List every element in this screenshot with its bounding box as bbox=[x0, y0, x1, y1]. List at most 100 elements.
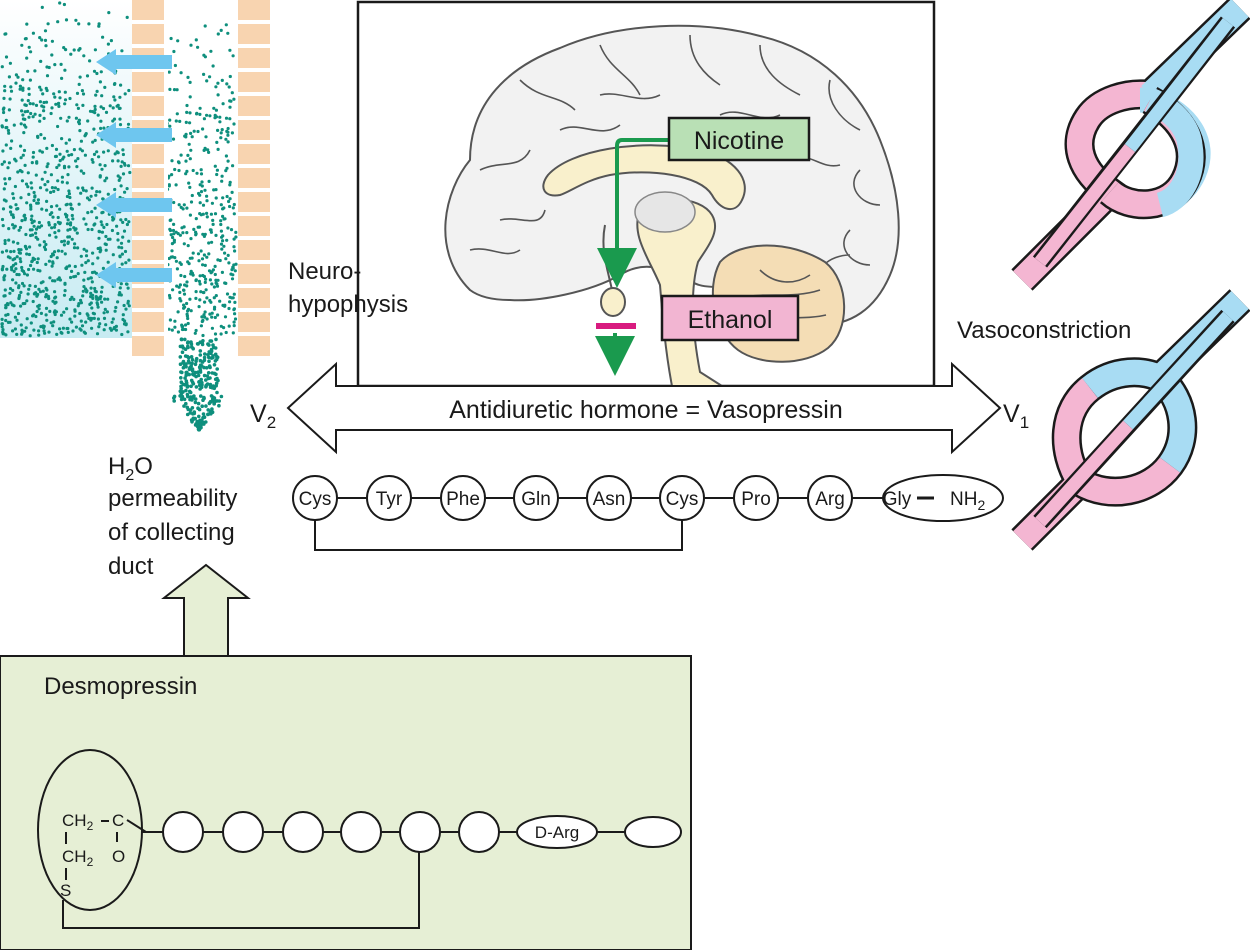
water-dot bbox=[176, 330, 180, 334]
water-dot bbox=[191, 251, 195, 255]
water-dot bbox=[125, 187, 129, 191]
water-dot bbox=[194, 359, 198, 364]
water-dot bbox=[16, 75, 20, 79]
water-dot bbox=[188, 411, 192, 415]
water-dot bbox=[184, 365, 188, 369]
water-dot bbox=[234, 235, 238, 239]
water-dot bbox=[216, 258, 220, 262]
water-dot bbox=[215, 168, 219, 172]
water-dot bbox=[172, 200, 176, 205]
duct-wall-brick bbox=[132, 288, 164, 308]
water-dot bbox=[228, 300, 232, 304]
water-dot bbox=[63, 252, 67, 256]
water-dot bbox=[2, 96, 6, 100]
water-dot bbox=[20, 281, 25, 286]
water-dot bbox=[20, 179, 24, 183]
water-dot bbox=[198, 370, 203, 374]
water-dot bbox=[119, 282, 123, 286]
water-dot bbox=[221, 102, 225, 106]
water-dot bbox=[186, 321, 190, 326]
water-dot bbox=[231, 273, 235, 277]
water-dot bbox=[26, 185, 30, 189]
water-dot bbox=[1, 332, 5, 336]
water-dot bbox=[194, 233, 198, 237]
water-dot bbox=[121, 313, 125, 317]
water-dot bbox=[56, 277, 60, 281]
water-dot bbox=[53, 290, 57, 294]
water-dot bbox=[178, 344, 183, 349]
water-dot bbox=[205, 296, 209, 300]
water-dot bbox=[168, 296, 172, 300]
water-dot bbox=[20, 219, 24, 223]
water-dot bbox=[51, 261, 55, 265]
water-dot bbox=[219, 203, 223, 207]
water-dot bbox=[56, 102, 60, 106]
water-dot bbox=[44, 262, 48, 266]
neurohypophysis-label-2: hypophysis bbox=[288, 291, 408, 318]
water-dot bbox=[65, 222, 70, 226]
water-dot bbox=[178, 261, 182, 265]
water-dot bbox=[22, 284, 26, 288]
water-dot bbox=[187, 181, 191, 185]
water-dot bbox=[183, 354, 188, 358]
water-dot bbox=[226, 159, 230, 163]
water-dot bbox=[82, 217, 86, 221]
water-dot bbox=[221, 196, 225, 200]
water-dot bbox=[64, 203, 68, 207]
water-dot bbox=[98, 190, 102, 194]
water-dot bbox=[62, 239, 66, 243]
water-dot bbox=[196, 45, 200, 49]
water-dot bbox=[29, 207, 33, 211]
water-dot bbox=[63, 98, 68, 102]
water-dot bbox=[0, 217, 5, 222]
water-dot bbox=[126, 164, 131, 168]
water-dot bbox=[18, 87, 22, 91]
water-dot bbox=[226, 140, 230, 144]
water-dot bbox=[225, 129, 229, 133]
h2o-label-4: duct bbox=[108, 553, 154, 580]
water-dot bbox=[32, 224, 36, 228]
water-dot bbox=[110, 320, 114, 324]
water-dot bbox=[227, 306, 231, 311]
water-dot bbox=[13, 224, 17, 228]
water-dot bbox=[217, 403, 221, 408]
water-dot bbox=[0, 322, 4, 326]
water-dot bbox=[30, 214, 34, 218]
water-dot bbox=[22, 148, 27, 153]
water-dot bbox=[2, 198, 6, 202]
water-dot bbox=[106, 42, 110, 46]
water-dot bbox=[114, 305, 118, 310]
water-dot bbox=[187, 389, 192, 394]
water-dot bbox=[126, 122, 131, 126]
water-dot bbox=[38, 149, 42, 153]
water-dot bbox=[93, 107, 97, 112]
duct-wall-brick bbox=[238, 192, 270, 212]
water-dot bbox=[196, 129, 200, 134]
water-dot bbox=[185, 405, 190, 410]
water-dot bbox=[224, 169, 228, 173]
water-dot bbox=[83, 153, 87, 157]
water-dot bbox=[197, 380, 201, 384]
water-dot bbox=[58, 207, 62, 211]
water-dot bbox=[39, 281, 43, 285]
water-dot bbox=[215, 284, 220, 288]
water-dot bbox=[112, 117, 117, 121]
water-dot bbox=[208, 376, 212, 380]
water-dot bbox=[60, 180, 64, 184]
water-dot bbox=[13, 184, 17, 189]
water-dot bbox=[66, 235, 70, 239]
water-dot bbox=[219, 136, 223, 140]
water-dot bbox=[70, 237, 74, 241]
water-dot bbox=[52, 92, 56, 96]
water-dot bbox=[172, 396, 176, 400]
water-dot bbox=[98, 163, 102, 167]
water-dot bbox=[232, 212, 236, 216]
water-dot bbox=[68, 297, 72, 302]
water-dot bbox=[109, 39, 113, 43]
water-dot bbox=[227, 85, 231, 89]
residue-label: Phe bbox=[446, 489, 480, 510]
water-dot bbox=[121, 152, 125, 157]
water-dot bbox=[183, 376, 187, 380]
water-dot bbox=[220, 247, 224, 251]
water-dot bbox=[201, 127, 205, 131]
